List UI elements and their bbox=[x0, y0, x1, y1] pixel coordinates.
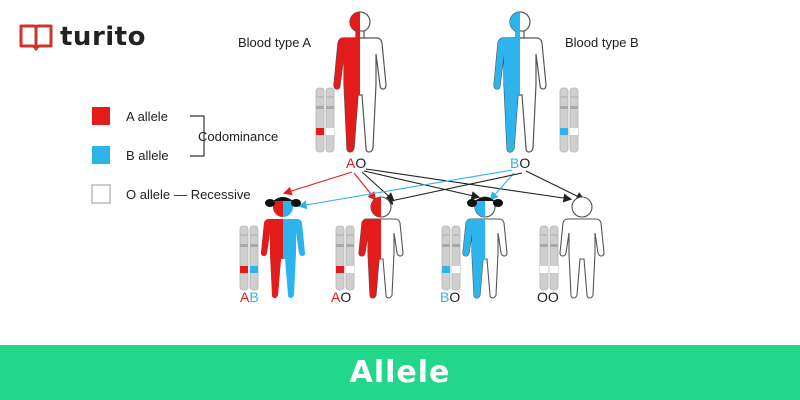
parent-b-genotype: BO bbox=[510, 155, 530, 171]
legend-o-label: O allele— Recessive bbox=[126, 187, 251, 202]
child-bo-chromosomes bbox=[441, 225, 461, 291]
child-ab-figure bbox=[261, 197, 305, 298]
parent-a-chromosomes bbox=[315, 87, 335, 153]
allele-inheritance-diagram: Blood type A Blood type B AO BO A allele… bbox=[91, 11, 639, 305]
book-icon bbox=[19, 24, 53, 51]
child-ao-figure bbox=[358, 196, 404, 299]
footer-title: Allele bbox=[349, 355, 451, 390]
child-ab-chromosomes bbox=[239, 225, 259, 291]
parent-a-figure bbox=[333, 11, 387, 153]
codominance-bracket bbox=[190, 115, 205, 157]
footer-banner: Allele bbox=[0, 345, 800, 400]
legend-a-label: A allele bbox=[126, 109, 168, 124]
child-bo-figure bbox=[462, 196, 508, 299]
child-ao-chromosomes bbox=[335, 225, 355, 291]
brand-name: turito bbox=[60, 22, 146, 52]
legend-a-swatch bbox=[92, 107, 110, 125]
parent-a-genotype: AO bbox=[346, 155, 366, 171]
inheritance-arrows bbox=[282, 168, 585, 210]
child-oo-chromosomes bbox=[539, 225, 559, 291]
child-oo-figure bbox=[559, 196, 605, 299]
child-bo-genotype: BO bbox=[440, 289, 460, 305]
parent-b-figure bbox=[493, 11, 547, 153]
legend-o-swatch bbox=[91, 184, 111, 204]
parent-b-label: Blood type B bbox=[565, 35, 639, 50]
child-ab-genotype: AB bbox=[240, 289, 259, 305]
child-oo-genotype: OO bbox=[537, 289, 559, 305]
turito-logo[interactable]: turito bbox=[18, 22, 146, 52]
parent-a-label: Blood type A bbox=[238, 35, 311, 50]
legend-b-swatch bbox=[92, 146, 110, 164]
child-ao-genotype: AO bbox=[331, 289, 351, 305]
parent-b-chromosomes bbox=[559, 87, 579, 153]
legend-b-label: B allele bbox=[126, 148, 169, 163]
codominance-label: Codominance bbox=[198, 129, 278, 144]
